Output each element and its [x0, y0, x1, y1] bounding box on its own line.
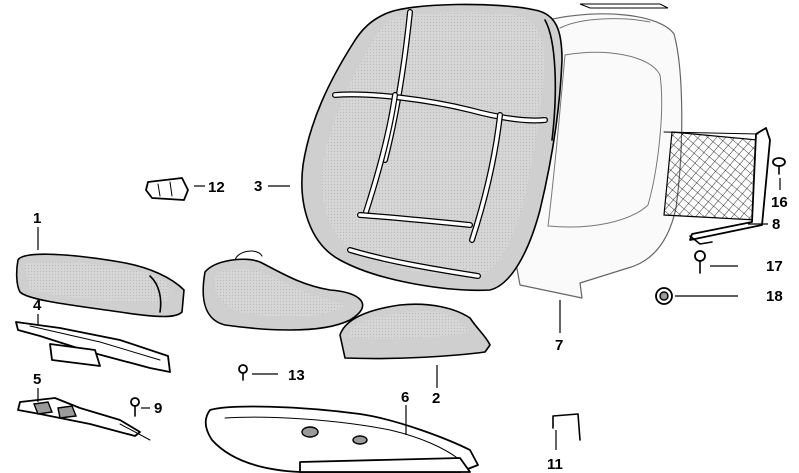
- leader-lines: [37, 178, 781, 450]
- callout-18: 18: [766, 288, 783, 305]
- callout-9: 9: [154, 400, 162, 417]
- side-bolster-part-1: [15, 253, 185, 318]
- callout-4: 4: [33, 297, 42, 314]
- callout-1: 1: [33, 210, 41, 227]
- callout-11: 11: [547, 456, 563, 473]
- seat-cushion-base: [202, 250, 364, 331]
- callout-3: 3: [254, 178, 262, 195]
- callout-16: 16: [771, 194, 788, 211]
- callout-7: 7: [555, 337, 563, 354]
- seat-cushion-part-2: [339, 303, 491, 360]
- backrest-cover-part-3: [301, 3, 563, 292]
- expanding-rivet-part-16: [772, 157, 786, 175]
- callout-5: 5: [33, 371, 41, 388]
- screw-part-13: [238, 364, 248, 381]
- seat-pan-part-6: [204, 405, 479, 473]
- callout-12: 12: [208, 179, 225, 196]
- callout-8: 8: [772, 216, 780, 233]
- clip-part-12: [145, 177, 189, 201]
- callout-13: 13: [288, 367, 305, 384]
- callout-labels: 1 3 12 4 5 13 9 2 6 7 11 8 16 17 18: [33, 178, 788, 473]
- callout-17: 17: [766, 258, 783, 275]
- screw-part-17: [694, 250, 706, 274]
- wire-clip-part-11: [552, 413, 581, 441]
- trim-strip-part-4: [15, 321, 171, 373]
- callout-2: 2: [432, 390, 440, 407]
- net-pocket-part-8: [663, 127, 771, 245]
- callout-6: 6: [401, 389, 409, 406]
- adjustment-rail-part-5: [17, 397, 151, 441]
- grommet-part-18: [655, 287, 673, 305]
- screw-part-9: [130, 397, 140, 417]
